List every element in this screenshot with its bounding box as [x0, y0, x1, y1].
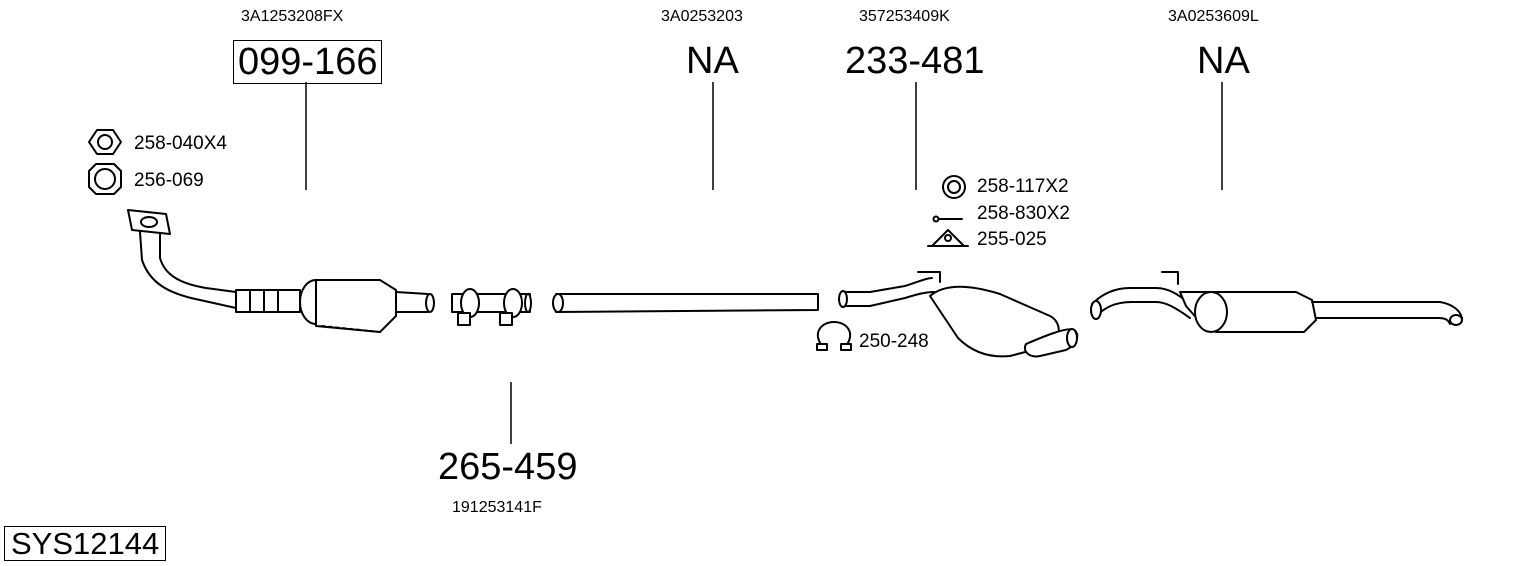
- accessory-code-rubber-mount[interactable]: 255-025: [977, 229, 1047, 250]
- pipe-clamp-icon: [816, 321, 852, 351]
- bolt-icon: [932, 215, 963, 223]
- oem-number-connector: 191253141F: [452, 499, 542, 516]
- part-code-connector[interactable]: 265-459: [438, 446, 578, 488]
- part-code-front-pipe[interactable]: NA: [686, 40, 739, 82]
- part-code-catalyst[interactable]: 099-166: [233, 40, 383, 84]
- accessory-code-bolt[interactable]: 258-830X2: [977, 203, 1070, 224]
- ring-seal-icon: [942, 175, 966, 199]
- oem-number-catalyst: 3A1253208FX: [241, 8, 344, 25]
- system-code: SYS12144: [4, 526, 167, 561]
- catalytic-converter-icon: [127, 209, 435, 333]
- rubber-mount-icon: [927, 229, 969, 247]
- part-code-rear-silencer[interactable]: NA: [1197, 40, 1250, 82]
- pipe-connector-icon: [451, 288, 532, 326]
- accessory-code-pipe-clamp[interactable]: 250-248: [859, 331, 929, 352]
- oem-number-middle-silencer: 357253409K: [859, 8, 950, 25]
- accessory-code-ring-seal[interactable]: 258-117X2: [977, 176, 1069, 197]
- hex-nut-icon: [88, 129, 122, 155]
- flange-gasket-icon: [88, 163, 122, 195]
- accessory-code-hex-nut[interactable]: 258-040X4: [134, 133, 227, 154]
- middle-silencer-icon: [838, 271, 1079, 358]
- oem-number-rear-silencer: 3A0253609L: [1168, 8, 1259, 25]
- part-code-middle-silencer[interactable]: 233-481: [845, 40, 985, 82]
- front-pipe-icon: [552, 293, 819, 313]
- rear-silencer-icon: [1090, 271, 1463, 333]
- accessory-code-flange-gasket[interactable]: 256-069: [134, 170, 204, 191]
- oem-number-front-pipe: 3A0253203: [661, 8, 743, 25]
